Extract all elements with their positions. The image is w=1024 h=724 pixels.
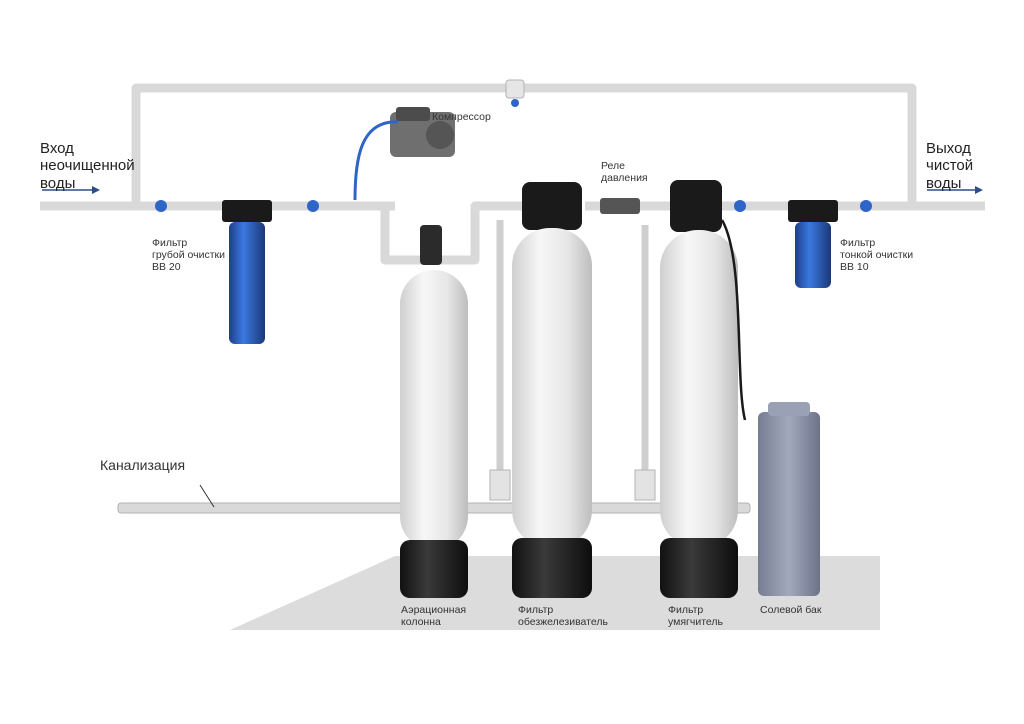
compressor-unit (353, 107, 455, 201)
salt-tank-label: Солевой бак (760, 604, 822, 616)
coarse-filter-housing (222, 200, 272, 344)
arrow-right-icon (927, 186, 983, 194)
softener-tank (660, 180, 747, 598)
aeration-column (400, 225, 468, 598)
sewer-label: Канализация (100, 457, 186, 473)
salt-tank (758, 402, 820, 596)
iron-filter-tank (512, 182, 592, 598)
main-pipe (40, 201, 985, 265)
fine-filter-housing (788, 200, 838, 288)
compressor-label: Компрессор (432, 111, 491, 123)
bypass-valve (505, 79, 525, 99)
ball-valve-icon (155, 200, 872, 212)
drain-pipes (489, 220, 656, 501)
arrow-right-icon (42, 186, 100, 194)
pressure-relay (600, 198, 640, 214)
